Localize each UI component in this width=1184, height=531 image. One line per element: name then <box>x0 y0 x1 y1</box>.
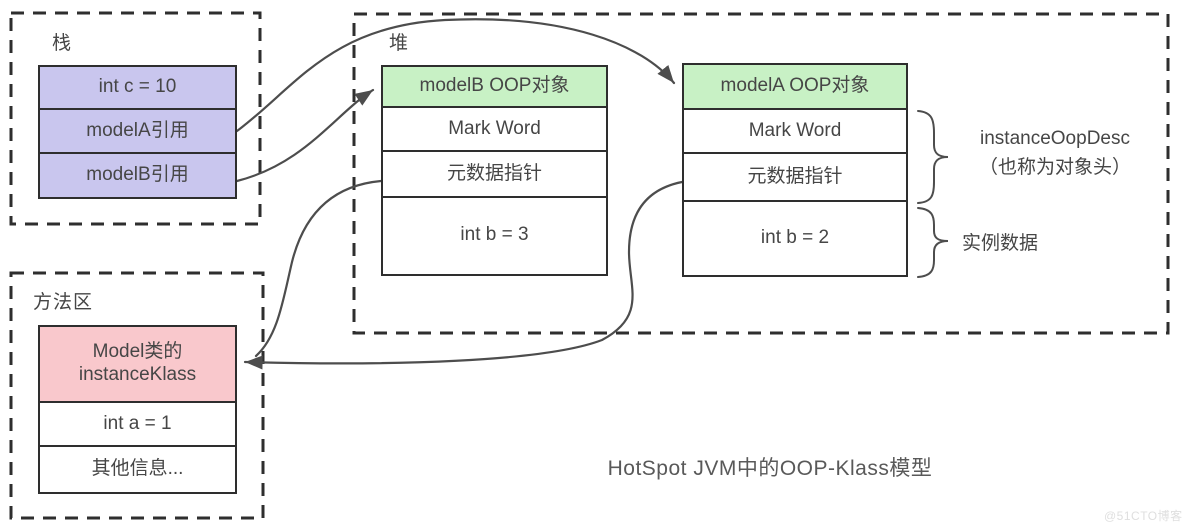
modela-mark-word: Mark Word <box>682 107 908 155</box>
method-area-region-label: 方法区 <box>33 292 94 313</box>
instanceklass-header-line1: Model类的 <box>92 341 183 363</box>
heap-region-border <box>352 12 1170 335</box>
oop-desc-annotation: instanceOopDesc （也称为对象头） <box>952 124 1158 182</box>
stack-slot-modela-ref: modelA引用 <box>38 107 237 155</box>
modelb-oop-record: modelB OOP对象 Mark Word 元数据指针 int b = 3 <box>381 65 608 276</box>
method-area-region-border <box>9 271 265 520</box>
heap-region-label: 堆 <box>389 33 410 54</box>
klass-other-info: 其他信息... <box>38 445 237 494</box>
klass-static-field: int a = 1 <box>38 400 237 448</box>
stack-frame-record: int c = 10 modelA引用 modelB引用 <box>38 65 237 199</box>
modela-oop-record: modelA OOP对象 Mark Word 元数据指针 int b = 2 <box>682 63 908 277</box>
brace-instance-data <box>917 207 949 278</box>
stack-region-border <box>9 11 262 226</box>
modela-instance-field: int b = 2 <box>682 199 908 277</box>
modela-metadata-pointer: 元数据指针 <box>682 152 908 202</box>
brace-object-header <box>917 110 949 204</box>
diagram-caption: HotSpot JVM中的OOP-Klass模型 <box>607 457 933 480</box>
modelb-mark-word: Mark Word <box>381 105 608 153</box>
stack-slot-int-c: int c = 10 <box>38 65 237 110</box>
instanceklass-header-line2: instanceKlass <box>78 364 197 385</box>
instance-data-annotation: 实例数据 <box>962 233 1039 254</box>
modela-oop-header: modelA OOP对象 <box>682 63 908 110</box>
arrow-modela-metadata-to-instanceklass <box>243 180 684 370</box>
oop-desc-annotation-line2: （也称为对象头） <box>978 157 1131 178</box>
arrow-modela-ref-to-modela-oop <box>235 18 676 133</box>
oop-desc-annotation-line1: instanceOopDesc <box>980 128 1130 149</box>
modelb-metadata-pointer: 元数据指针 <box>381 150 608 198</box>
instanceklass-header: Model类的 instanceKlass <box>38 325 237 403</box>
modelb-oop-header: modelB OOP对象 <box>381 65 608 108</box>
arrow-modelb-metadata-to-instanceklass <box>254 179 383 358</box>
stack-region-label: 栈 <box>52 33 73 54</box>
stack-slot-modelb-ref: modelB引用 <box>38 152 237 199</box>
instanceklass-record: Model类的 instanceKlass int a = 1 其他信息... <box>38 325 237 494</box>
arrow-modelb-ref-to-modelb-oop <box>235 88 375 183</box>
watermark: @51CTO博客 <box>1104 509 1183 523</box>
modelb-instance-field: int b = 3 <box>381 195 608 276</box>
